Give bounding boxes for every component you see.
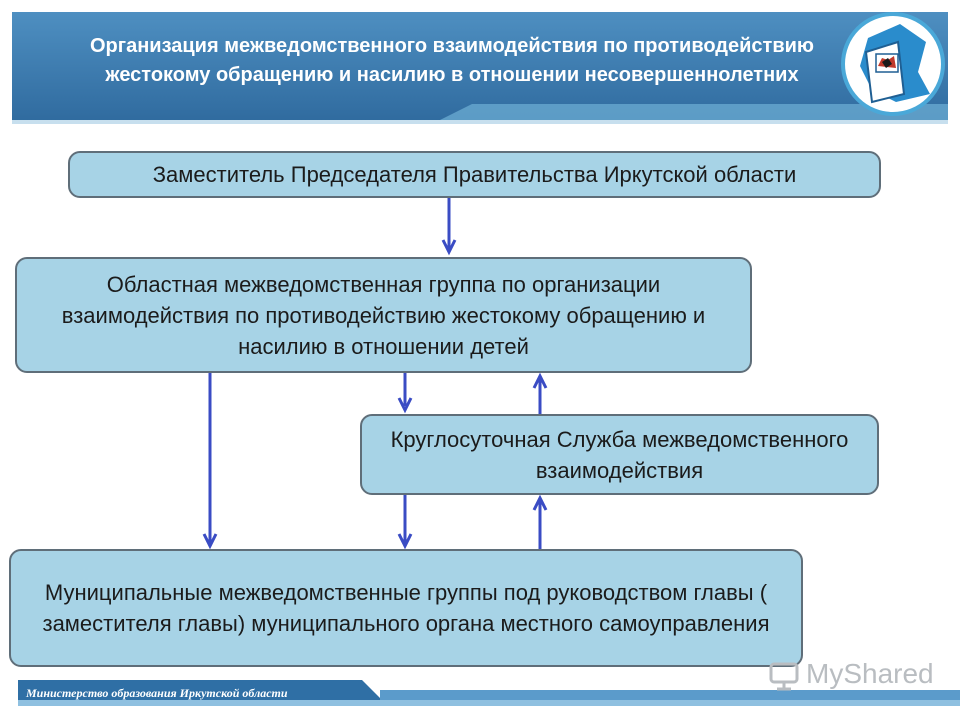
arrowhead-municipal-to-service (532, 494, 548, 511)
regional-group-label: Областная межведомственная группа по орг… (61, 271, 706, 359)
watermark-icon (769, 662, 799, 691)
regional-group-box: Областная межведомственная группа по орг… (15, 257, 752, 373)
municipal-groups-box: Муниципальные межведомственные группы по… (9, 549, 803, 667)
header-background (12, 12, 948, 124)
watermark-label: MyShared (806, 658, 934, 689)
deputy-chairman-label: Заместитель Председателя Правительства И… (152, 162, 797, 187)
round-the-clock-service-label: Круглосуточная Служба межведомственного … (390, 426, 849, 483)
municipal-groups-label: Муниципальные межведомственные группы по… (42, 580, 770, 636)
footer-band (0, 678, 960, 720)
arrowhead-deputy-to-regional (441, 239, 457, 256)
deputy-chairman-box: Заместитель Председателя Правительства И… (68, 151, 881, 198)
emblem-logo (841, 12, 945, 116)
footer-ministry-label: Министерство образования Иркутской облас… (26, 686, 288, 700)
arrowhead-service-to-regional (532, 372, 548, 389)
arrowhead-regional-to-service (397, 397, 413, 414)
arrowhead-regional-to-municipal (202, 533, 218, 550)
header-band: Организация межведомственного взаимодейс… (12, 12, 948, 124)
round-the-clock-service-box: Круглосуточная Служба межведомственного … (360, 414, 879, 495)
arrowhead-service-to-municipal (397, 533, 413, 550)
page-title: Организация межведомственного взаимодейс… (89, 35, 815, 86)
